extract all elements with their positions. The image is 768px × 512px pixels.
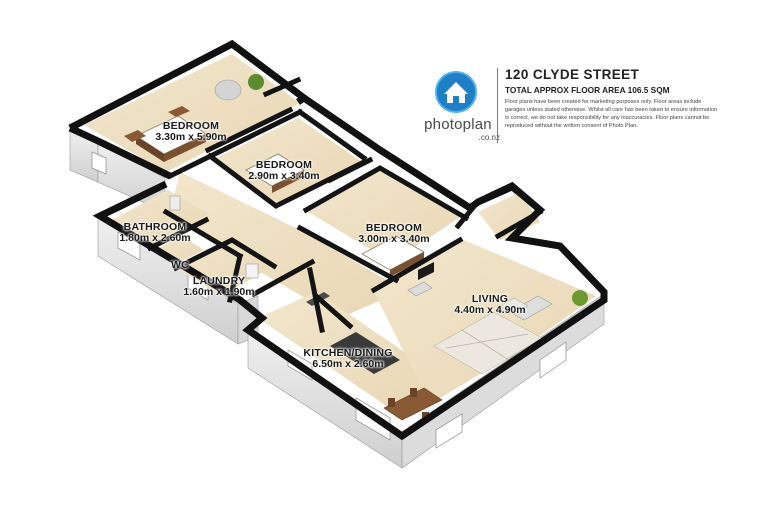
exterior-walls	[68, 39, 608, 441]
room-name: BEDROOM	[365, 222, 423, 234]
room-dimensions: 1.80m x 2.60m	[119, 232, 191, 244]
washing-machine-icon	[245, 263, 259, 279]
plant-icon	[572, 290, 588, 306]
room-name: WC	[171, 259, 189, 271]
room-name: BEDROOM	[162, 120, 220, 132]
room-dimensions: 2.90m x 3.40m	[248, 170, 320, 182]
room-label-bedroom-1: BEDROOM 3.30m x 5.90m	[155, 121, 226, 143]
room-name: LAUNDRY	[192, 275, 246, 287]
property-address: 120 CLYDE STREET	[505, 67, 640, 82]
room-dimensions: 1.60m x 1.90m	[183, 286, 255, 298]
room-label-laundry: LAUNDRY 1.60m x 1.90m	[183, 276, 254, 298]
room-label-bathroom: BATHROOM 1.80m x 2.60m	[119, 222, 190, 244]
property-info: 120 CLYDE STREET TOTAL APPROX FLOOR AREA…	[505, 67, 720, 130]
armchair-icon	[407, 281, 433, 297]
house-globe-icon	[435, 71, 477, 113]
plant-icon	[248, 74, 264, 90]
room-label-bedroom-3: BEDROOM 3.00m x 3.40m	[358, 223, 429, 245]
room-label-kitchen-dining: KITCHEN/DINING 6.50m x 2.60m	[303, 348, 392, 370]
room-dimensions: 6.50m x 2.60m	[312, 358, 384, 370]
room-name: LIVING	[471, 293, 509, 305]
room-name: KITCHEN/DINING	[303, 347, 393, 359]
floor-bedroom-3	[308, 168, 462, 262]
room-dimensions: 3.30m x 5.90m	[155, 131, 227, 143]
brand-name: photoplan	[424, 116, 492, 133]
sofa-icon	[509, 295, 553, 321]
floor-laundry	[176, 242, 270, 296]
room-dimensions: 3.00m x 3.40m	[358, 233, 430, 245]
kitchen-counter-icon	[330, 332, 400, 374]
armchair-icon	[214, 79, 242, 101]
room-label-living: LIVING 4.40m x 4.90m	[454, 294, 525, 316]
floor-hallway	[170, 172, 404, 318]
tv-icon	[418, 262, 434, 280]
disclaimer-text: Floor plans have been created for market…	[505, 99, 718, 129]
room-name: BATHROOM	[123, 221, 187, 233]
floor-area: TOTAL APPROX FLOOR AREA 106.5 SQM	[505, 85, 670, 95]
room-name: BEDROOM	[255, 159, 313, 171]
room-dimensions: 4.40m x 4.90m	[454, 304, 526, 316]
room-label-wc: WC	[171, 260, 189, 271]
brand-logo: photoplan .co.nz	[412, 70, 504, 142]
room-label-bedroom-2: BEDROOM 2.90m x 3.40m	[248, 160, 319, 182]
header-divider	[497, 68, 498, 143]
brand-tld: .co.nz	[478, 133, 500, 142]
furniture	[124, 74, 588, 421]
vanity-icon	[169, 195, 181, 211]
